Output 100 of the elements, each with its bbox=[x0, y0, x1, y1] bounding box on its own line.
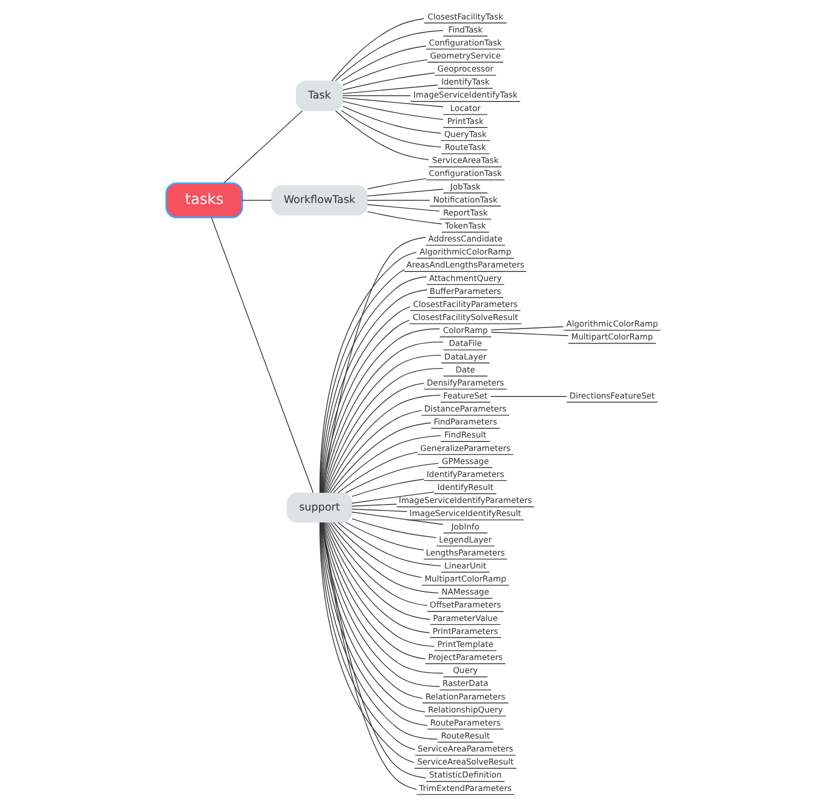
node-text: RelationshipQuery bbox=[428, 704, 503, 714]
node-text: RouteParameters bbox=[430, 717, 501, 728]
node-text: QueryTask bbox=[444, 128, 487, 139]
connector bbox=[323, 522, 426, 660]
node-text: FeatureSet bbox=[443, 390, 488, 401]
connector bbox=[367, 178, 427, 190]
connector bbox=[490, 396, 568, 397]
connector bbox=[325, 382, 424, 493]
connector bbox=[330, 522, 439, 594]
node-box: WorkflowTask bbox=[271, 185, 368, 216]
node-text: ConfigurationTask bbox=[428, 37, 502, 48]
connector bbox=[342, 95, 411, 96]
connector bbox=[352, 492, 435, 504]
node-text: NotificationTask bbox=[433, 194, 498, 204]
node-text: AlgorithmicColorRamp bbox=[420, 246, 512, 257]
node-text: ClosestFacilityTask bbox=[428, 11, 504, 22]
node-text: ConfigurationTask bbox=[428, 168, 502, 178]
connector bbox=[352, 512, 444, 525]
node-text: AttachmentQuery bbox=[429, 272, 502, 283]
node-box: support bbox=[286, 492, 352, 523]
node-text: TrimExtendParameters bbox=[419, 782, 512, 793]
connector bbox=[335, 30, 444, 82]
connector bbox=[326, 394, 441, 494]
connector bbox=[340, 110, 442, 148]
node-text: GeneralizeParameters bbox=[420, 442, 511, 453]
connector bbox=[342, 106, 442, 134]
node-text: IdentifyTask bbox=[441, 76, 490, 87]
connector bbox=[332, 435, 442, 494]
node-text: ProjectParameters bbox=[428, 652, 503, 662]
node-text: LinearUnit bbox=[444, 560, 486, 570]
node-box: tasks bbox=[165, 182, 244, 218]
node-text: StatisticDefinition bbox=[429, 770, 502, 780]
node-text: Geoprocessor bbox=[437, 64, 494, 74]
node-text: RasterData bbox=[442, 678, 488, 688]
node-text: DistanceParameters bbox=[424, 404, 507, 414]
connector bbox=[342, 72, 435, 90]
node-text: DirectionsFeatureSet bbox=[569, 390, 655, 401]
connector bbox=[223, 110, 303, 184]
node-text: ReportTask bbox=[443, 207, 488, 218]
node-text: Locator bbox=[450, 102, 481, 113]
connector bbox=[352, 508, 408, 512]
node-box: Task bbox=[296, 80, 344, 111]
connector bbox=[352, 518, 437, 538]
node-text: MultipartColorRamp bbox=[571, 332, 653, 342]
node-text: ClosestFacilityParameters bbox=[413, 298, 518, 309]
node-text: PrintTemplate bbox=[437, 638, 494, 649]
node-text: ImageServiceIdentifyParameters bbox=[398, 495, 532, 506]
node-text: PrintParameters bbox=[432, 626, 498, 636]
connector bbox=[338, 522, 442, 566]
node-text: IdentifyResult bbox=[437, 482, 494, 492]
node-text: ColorRamp bbox=[442, 325, 488, 336]
node-text: AreasAndLengthsParameters bbox=[406, 260, 524, 270]
connector bbox=[319, 252, 417, 494]
node-text: AlgorithmicColorRamp bbox=[566, 318, 658, 329]
node-text: RouteResult bbox=[440, 730, 490, 740]
connector bbox=[342, 97, 444, 108]
node-text: IdentifyParameters bbox=[426, 468, 504, 479]
node-text: NAMessage bbox=[442, 586, 490, 597]
connector bbox=[490, 326, 564, 330]
node-text: ServiceAreaSolveResult bbox=[417, 756, 514, 767]
node-text: ServiceAreaTask bbox=[432, 155, 499, 166]
connector bbox=[490, 332, 569, 336]
node-text: MultipartColorRamp bbox=[424, 574, 506, 584]
node-text: JobTask bbox=[450, 181, 480, 192]
node-text: LegendLayer bbox=[439, 534, 492, 544]
node-text: JobInfo bbox=[451, 521, 480, 532]
connector bbox=[367, 188, 444, 196]
node-text: BufferParameters bbox=[430, 286, 502, 296]
node-text: ServiceAreaParameters bbox=[418, 744, 514, 754]
node-text: Date bbox=[456, 364, 476, 374]
connector bbox=[342, 59, 428, 86]
node-text: OffsetParameters bbox=[430, 600, 501, 610]
connector bbox=[335, 110, 430, 160]
connector bbox=[332, 522, 422, 578]
node-text: RouteTask bbox=[444, 142, 486, 152]
node-text: LengthsParameters bbox=[426, 547, 505, 558]
node-text: TokenTask bbox=[444, 220, 486, 231]
connector bbox=[345, 522, 424, 550]
node-text: GPMessage bbox=[442, 456, 489, 466]
node-text: GeometryService bbox=[430, 50, 501, 61]
node-text: PrintTask bbox=[447, 116, 484, 126]
connector bbox=[352, 504, 398, 507]
connector bbox=[338, 452, 418, 494]
connector bbox=[324, 522, 435, 647]
node-text: ClosestFacilitySolveResult bbox=[412, 312, 518, 322]
connector bbox=[328, 410, 422, 494]
node-text: FindParameters bbox=[434, 416, 498, 427]
node-text: FindResult bbox=[444, 430, 486, 440]
node-text: FindTask bbox=[448, 24, 483, 34]
node-text: RelationParameters bbox=[425, 691, 506, 702]
connector bbox=[211, 217, 314, 493]
node-text: DataFile bbox=[448, 338, 482, 348]
connector bbox=[322, 236, 426, 494]
connector bbox=[331, 18, 424, 82]
connector bbox=[330, 422, 432, 494]
node-text: ImageServiceIdentifyResult bbox=[410, 508, 522, 518]
connector bbox=[242, 200, 272, 201]
connector bbox=[342, 100, 444, 120]
connector bbox=[345, 462, 439, 494]
node-text: AddressCandidate bbox=[428, 234, 502, 244]
